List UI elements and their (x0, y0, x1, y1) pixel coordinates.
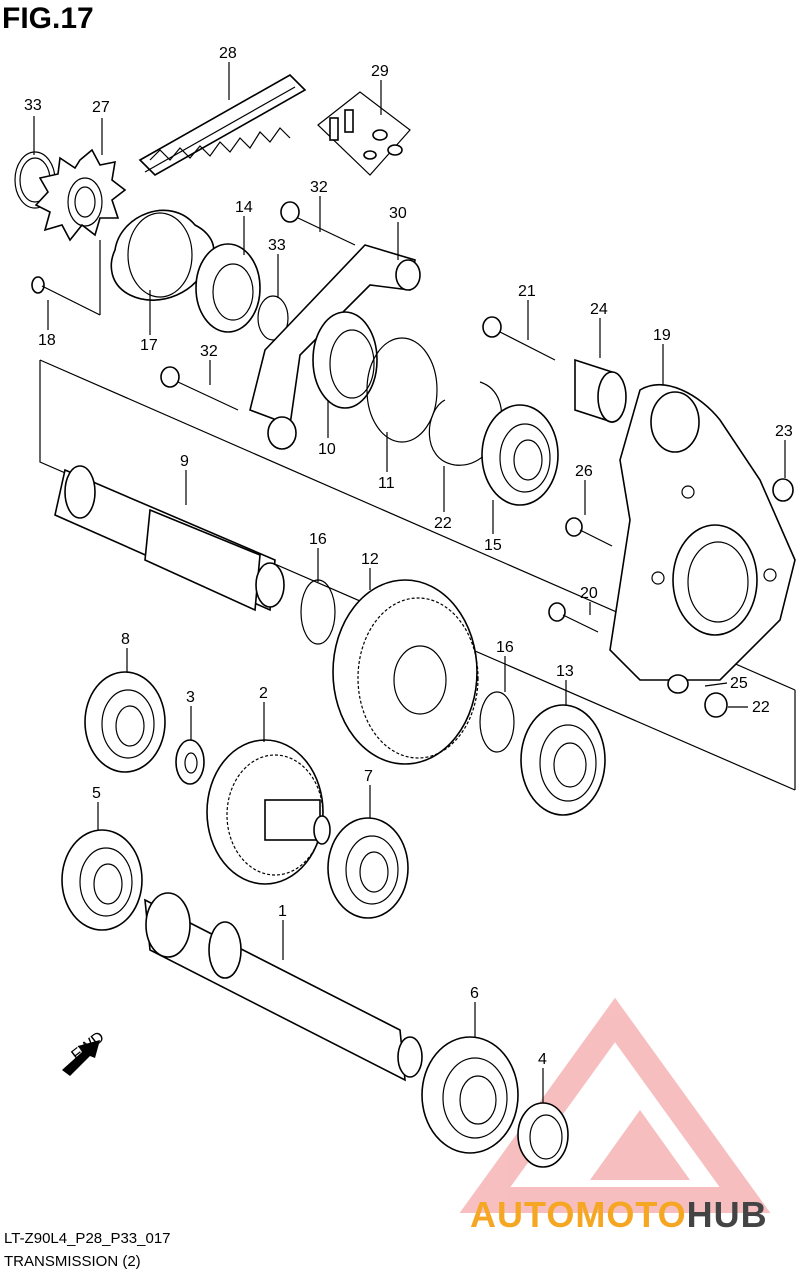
callout-32-b: 32 (200, 343, 218, 360)
part-1-shaft (144, 892, 423, 1082)
watermark-text: AUTOMOTOHUB (470, 1194, 768, 1236)
part-22-bolt (482, 316, 556, 361)
watermark-part1: AUTOMOTO (470, 1194, 687, 1235)
part-12-gear (332, 579, 479, 765)
part-11-oring (366, 337, 438, 443)
callout-17: 22 (434, 515, 452, 532)
callout-32-a: 32 (310, 179, 328, 196)
section-title: TRANSMISSION (2) (4, 1253, 141, 1270)
callout-14: 14 (235, 199, 253, 216)
callout-1: 1 (278, 903, 287, 920)
part-18-gasket (110, 209, 215, 301)
callout-3: 3 (186, 689, 195, 706)
part-25-bushing (574, 358, 627, 424)
callout-33-b: 33 (268, 237, 286, 254)
callout-16-b: 16 (496, 639, 514, 656)
callout-16-a: 16 (309, 531, 327, 548)
callout-27: 26 (575, 463, 593, 480)
part-20-bracket (609, 384, 796, 681)
part-2-gear (206, 739, 331, 885)
callout-25: 24 (590, 301, 608, 318)
part-10-collar (312, 311, 378, 409)
watermark-part2: HUB (686, 1194, 768, 1235)
part-7-bearing (327, 817, 409, 919)
callout-23: 22 (752, 699, 770, 716)
callout-31: 30 (389, 205, 407, 222)
drawing-code: LT-Z90L4_P28_P33_017 (4, 1230, 171, 1247)
part-21-bolt (548, 602, 599, 633)
callout-28: 27 (92, 99, 110, 116)
callout-13: 13 (556, 663, 574, 680)
watermark-logo (459, 997, 771, 1213)
callout-labels: 33 27 28 29 14 32 30 33 18 17 32 10 11 2… (24, 45, 793, 1068)
callout-5: 5 (92, 785, 101, 802)
part-6-bearing (421, 1036, 519, 1154)
part-15-bearing (481, 404, 559, 506)
callout-6: 6 (470, 985, 479, 1002)
callout-4: 4 (538, 1051, 547, 1068)
part-14-seal (195, 243, 261, 333)
callout-10: 10 (318, 441, 336, 458)
part-27-bolt (565, 517, 613, 547)
part-5-bearing (61, 829, 143, 931)
fwd-label: FWD (68, 1029, 107, 1065)
part-28-sprocket (34, 148, 127, 242)
part-9-shaft (54, 465, 285, 612)
part-32-bolt-lower (160, 366, 239, 411)
callout-12: 12 (361, 551, 379, 568)
part-16-circlip-lower (479, 691, 515, 753)
callout-11: 11 (378, 475, 395, 492)
callout-19: 18 (38, 332, 56, 349)
part-8-bearing (84, 671, 166, 773)
callout-33-a: 33 (24, 97, 42, 114)
part-24-nut (772, 478, 794, 502)
part-23-nut (704, 692, 728, 718)
callout-24: 23 (775, 423, 793, 440)
part-29-chain (138, 74, 307, 176)
part-3-washer (175, 739, 205, 785)
part-33-circlip-2 (257, 295, 289, 341)
part-30-link-kit (317, 91, 411, 176)
fwd-arrow-icon: FWD (62, 1029, 108, 1076)
leader-lines (33, 62, 786, 1103)
part-32-bolt-upper (280, 201, 356, 246)
part-4-seal (517, 1102, 569, 1168)
callout-26: 25 (730, 675, 748, 692)
part-16-circlip-upper (300, 579, 336, 645)
callout-8: 8 (121, 631, 130, 648)
part-17-circlip (428, 381, 503, 466)
callout-21: 20 (580, 585, 598, 602)
callout-30: 29 (371, 63, 389, 80)
callout-20: 19 (653, 327, 671, 344)
part-26-dowel (667, 674, 689, 694)
figure-title: FIG.17 (2, 2, 94, 35)
callout-15: 15 (484, 537, 502, 554)
callout-7: 7 (364, 768, 373, 785)
part-13-bearing (520, 704, 606, 816)
callout-9: 9 (180, 453, 189, 470)
callout-29: 28 (219, 45, 237, 62)
part-19-bolt (31, 240, 101, 316)
callout-2: 2 (259, 685, 268, 702)
callout-18: 17 (140, 337, 158, 354)
part-31-arm (249, 244, 421, 450)
callout-22: 21 (518, 283, 536, 300)
